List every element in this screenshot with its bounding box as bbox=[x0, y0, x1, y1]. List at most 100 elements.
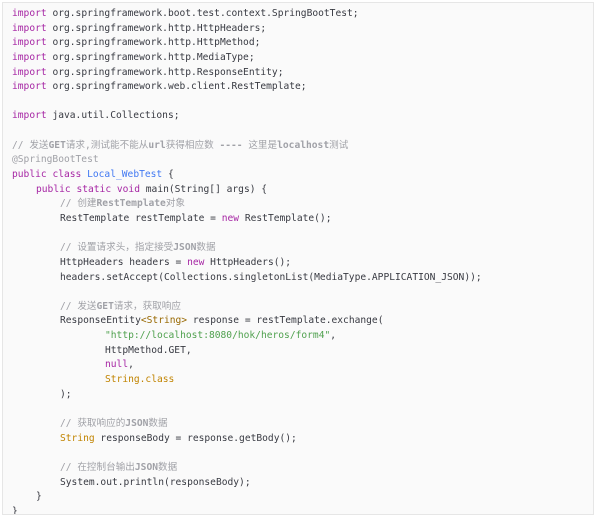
close-brace: } bbox=[12, 505, 18, 515]
comment-text: 数据 bbox=[158, 461, 178, 473]
keyword-import: import bbox=[12, 51, 47, 63]
code-line-url: "http://localhost:8080/hok/heros/form4", bbox=[12, 329, 482, 344]
comment-text: // 发送 bbox=[60, 300, 97, 312]
comma: , bbox=[128, 359, 134, 371]
comment-text: 获得相应数 bbox=[165, 139, 220, 151]
statement-text: RestTemplate(); bbox=[239, 212, 332, 224]
keyword-public: public bbox=[12, 169, 47, 181]
keyword-import: import bbox=[12, 81, 47, 93]
comment-text: // 创建 bbox=[60, 198, 97, 210]
import-path: org.springframework.http.MediaType; bbox=[52, 51, 255, 63]
import-path: org.springframework.http.HttpMethod; bbox=[52, 37, 261, 49]
code-line-response-body: String responseBody = response.getBody()… bbox=[12, 432, 482, 447]
comment-text: 请求,测试能不能从 bbox=[65, 139, 149, 151]
code-line-method: HttpMethod.GET, bbox=[12, 344, 482, 359]
code-line-import-4: import org.springframework.http.MediaTyp… bbox=[12, 51, 482, 66]
code-line-comment-output: // 在控制台输出JSON数据 bbox=[12, 461, 482, 476]
code-line-import-6: import org.springframework.web.client.Re… bbox=[12, 80, 482, 95]
code-line-import-5: import org.springframework.http.Response… bbox=[12, 66, 482, 81]
comment-text: // 获取响应的 bbox=[60, 417, 126, 429]
code-block: import org.springframework.boot.test.con… bbox=[2, 2, 594, 515]
keyword-import: import bbox=[12, 37, 47, 49]
keyword-import: import bbox=[12, 8, 47, 19]
comment-bold: JSON bbox=[173, 242, 197, 254]
code-line-blank bbox=[12, 285, 482, 300]
import-path: org.springframework.web.client.RestTempl… bbox=[52, 81, 307, 93]
code-line-comment-create: // 创建RestTemplate对象 bbox=[12, 197, 482, 212]
code-line-set-accept: headers.setAccept(Collections.singletonL… bbox=[12, 271, 482, 286]
code-line-import-2: import org.springframework.http.HttpHead… bbox=[12, 22, 482, 37]
code-line-blank bbox=[12, 95, 482, 110]
code-content: import org.springframework.boot.test.con… bbox=[12, 7, 482, 515]
code-line-close-paren: ); bbox=[12, 388, 482, 403]
code-line-comment-headers: // 设置请求头，指定接受JSON数据 bbox=[12, 241, 482, 256]
comment-text: 数据 bbox=[196, 242, 216, 254]
code-line-null: null, bbox=[12, 358, 482, 373]
import-path: java.util.Collections; bbox=[52, 110, 180, 122]
open-brace: { bbox=[167, 169, 174, 181]
code-line-annotation: @SpringBootTest bbox=[12, 153, 482, 168]
keyword-null: null bbox=[105, 359, 129, 371]
comment-text: // 设置请求头，指定接受 bbox=[60, 242, 174, 254]
keyword-import: import bbox=[12, 66, 47, 78]
url-string: "http://localhost:8080/hok/heros/form4" bbox=[105, 330, 331, 342]
keyword-class: class bbox=[52, 169, 82, 181]
class-name: Local_WebTest bbox=[87, 169, 163, 181]
type-name: String bbox=[60, 432, 95, 444]
code-line-comment-body: // 获取响应的JSON数据 bbox=[12, 417, 482, 432]
comment-text: 测试 bbox=[329, 139, 349, 151]
generic-type: <String> bbox=[140, 315, 188, 327]
statement-text: response = restTemplate.exchange( bbox=[187, 315, 384, 327]
comment-bold: JSON bbox=[134, 461, 158, 473]
comment-bold: localhost bbox=[277, 139, 330, 151]
code-line-import-collections: import java.util.Collections; bbox=[12, 109, 482, 124]
code-line-import-1: import org.springframework.boot.test.con… bbox=[12, 7, 482, 22]
keyword-import: import bbox=[12, 22, 47, 34]
code-line-close-method: } bbox=[12, 490, 482, 505]
comment-bold: GET bbox=[96, 300, 114, 312]
keyword-new: new bbox=[221, 212, 240, 224]
statement-text: HttpMethod.GET, bbox=[105, 344, 192, 356]
string-class: String.class bbox=[105, 374, 175, 386]
code-line-class-decl: public class Local_WebTest { bbox=[12, 168, 482, 183]
code-line-blank bbox=[12, 227, 482, 242]
code-line-main-sig: public static void main(String[] args) { bbox=[12, 183, 482, 198]
code-line-response-entity: ResponseEntity<String> response = restTe… bbox=[12, 314, 482, 329]
type-name: ResponseEntity bbox=[60, 315, 141, 327]
import-path: org.springframework.http.HttpHeaders; bbox=[52, 22, 267, 34]
close-paren: ); bbox=[60, 388, 72, 400]
comment-bold: url bbox=[148, 139, 166, 151]
keyword-static: static bbox=[76, 183, 112, 195]
code-line-string-class: String.class bbox=[12, 373, 482, 388]
statement-text: RestTemplate restTemplate = bbox=[60, 212, 222, 224]
statement-text: System.out.println(responseBody); bbox=[60, 476, 251, 488]
close-brace: } bbox=[36, 491, 42, 503]
keyword-import: import bbox=[12, 110, 47, 122]
comment-text: 数据 bbox=[148, 417, 168, 429]
code-line-println: System.out.println(responseBody); bbox=[12, 476, 482, 491]
keyword-public: public bbox=[36, 183, 71, 195]
comment-text: // 在控制台输出 bbox=[60, 461, 135, 473]
code-line-close-class: } bbox=[12, 505, 482, 515]
statement-text: responseBody = response.getBody(); bbox=[94, 432, 297, 444]
comment-text: // 发送 bbox=[12, 139, 49, 151]
comment-bold: RestTemplate bbox=[96, 198, 166, 210]
comment-text: 这里是 bbox=[242, 139, 278, 151]
keyword-void: void bbox=[116, 183, 140, 195]
comment-text: 请求，获取响应 bbox=[113, 300, 181, 312]
code-line-rest-template: RestTemplate restTemplate = new RestTemp… bbox=[12, 212, 482, 227]
code-line-blank bbox=[12, 402, 482, 417]
code-line-comment-send: // 发送GET请求，获取响应 bbox=[12, 300, 482, 315]
comma: , bbox=[330, 330, 337, 342]
code-line-blank bbox=[12, 124, 482, 139]
comment-bold: JSON bbox=[125, 417, 149, 429]
annotation: @SpringBootTest bbox=[12, 154, 99, 166]
code-line-headers: HttpHeaders headers = new HttpHeaders(); bbox=[12, 256, 482, 271]
code-line-blank bbox=[12, 446, 482, 461]
statement-text: headers.setAccept(Collections.singletonL… bbox=[60, 271, 482, 283]
statement-text: HttpHeaders headers = bbox=[60, 256, 188, 268]
import-path: org.springframework.boot.test.context.Sp… bbox=[52, 8, 359, 19]
import-path: org.springframework.http.ResponseEntity; bbox=[52, 66, 284, 78]
comment-bold: ---- bbox=[219, 139, 243, 151]
keyword-new: new bbox=[187, 256, 205, 268]
